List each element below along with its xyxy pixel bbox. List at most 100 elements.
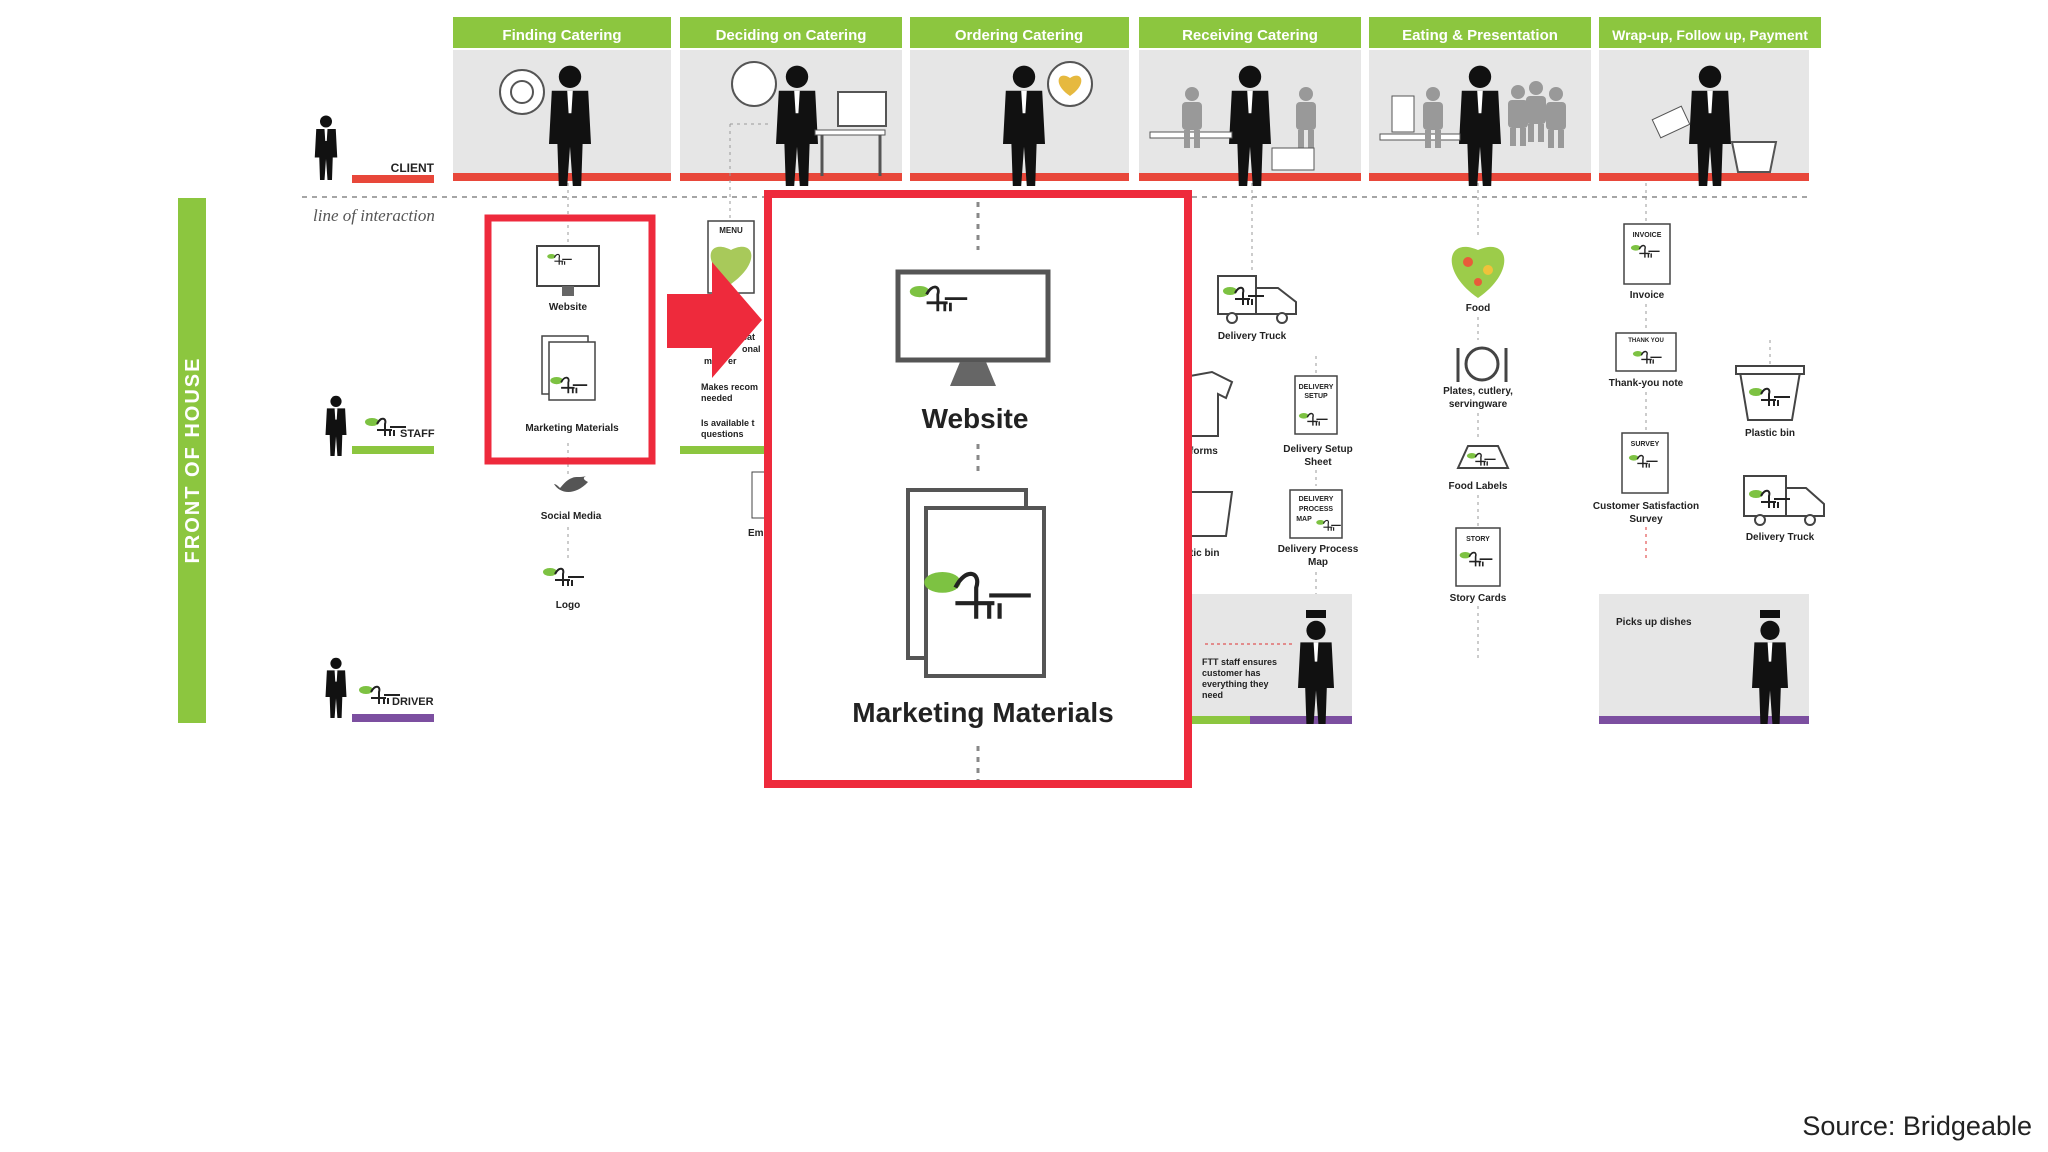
svg-text:Plates, cutlery,: Plates, cutlery, bbox=[1443, 386, 1513, 397]
svg-text:Survey: Survey bbox=[1629, 514, 1663, 525]
receiving-touchpoints: Delivery Truck forms tic bin DELIVERY SE… bbox=[1189, 183, 1359, 724]
svg-text:customer has: customer has bbox=[1202, 668, 1261, 678]
driver-lane-label: DRIVER bbox=[392, 696, 434, 708]
zoom-website-label: Website bbox=[922, 403, 1029, 434]
line-of-interaction-label: line of interaction bbox=[313, 206, 435, 225]
phase-wrapup: Wrap-up, Follow up, Payment bbox=[1599, 17, 1821, 48]
eating-touchpoints: Food Plates, cutlery, servingware Food L… bbox=[1443, 183, 1513, 662]
lane-labels: CLIENT line of interaction FRONT OF HOUS… bbox=[178, 115, 1812, 723]
website-label: Website bbox=[549, 302, 588, 313]
phase-receiving: Receiving Catering bbox=[1139, 17, 1361, 48]
food-label-icon bbox=[1456, 445, 1510, 469]
driver-cap-icon bbox=[1760, 610, 1780, 618]
zoom-arrow bbox=[667, 262, 762, 378]
phase-headers: Finding Catering Deciding on Catering Or… bbox=[453, 17, 1821, 48]
svg-text:Delivery Process: Delivery Process bbox=[1278, 544, 1359, 555]
logo-icon bbox=[542, 567, 585, 587]
svg-text:Is available t: Is available t bbox=[701, 418, 755, 428]
phase-finding: Finding Catering bbox=[453, 17, 671, 48]
twitter-bird-icon bbox=[554, 476, 588, 492]
computer-icon bbox=[837, 91, 887, 127]
svg-text:tic bin: tic bin bbox=[1190, 548, 1219, 559]
phase-deciding: Deciding on Catering bbox=[680, 17, 902, 48]
plate-cutlery-icon bbox=[1464, 346, 1500, 382]
phase-ordering: Ordering Catering bbox=[910, 17, 1129, 48]
delivery-truck-label: Delivery Truck bbox=[1218, 331, 1287, 342]
finding-touchpoints: Website Marketing Materials Social Media… bbox=[525, 183, 619, 611]
website-icon bbox=[536, 245, 600, 287]
svg-text:Story Cards: Story Cards bbox=[1450, 593, 1507, 604]
svg-text:THANK YOU: THANK YOU bbox=[1628, 338, 1664, 344]
client-lane-label: CLIENT bbox=[391, 161, 435, 175]
highlight-box bbox=[484, 214, 656, 465]
wrapup-touchpoints: INVOICE Invoice THANK YOU Thank-you note… bbox=[1593, 183, 1825, 724]
marketing-materials-icon bbox=[548, 341, 596, 401]
svg-text:SETUP: SETUP bbox=[1304, 393, 1328, 400]
svg-text:Food: Food bbox=[1466, 303, 1490, 314]
svg-text:servingware: servingware bbox=[1449, 399, 1508, 410]
heart-icon bbox=[1058, 75, 1082, 96]
svg-text:MAP: MAP bbox=[1296, 516, 1312, 523]
social-media-label: Social Media bbox=[541, 511, 602, 522]
svg-text:DELIVERY: DELIVERY bbox=[1299, 496, 1334, 503]
client-icon bbox=[314, 115, 338, 180]
svg-text:Customer Satisfaction: Customer Satisfaction bbox=[1593, 501, 1699, 512]
phase-label: Ordering Catering bbox=[955, 27, 1083, 44]
logo-label: Logo bbox=[556, 600, 580, 611]
bin-icon bbox=[1271, 147, 1315, 171]
front-of-house-label: FRONT OF HOUSE bbox=[182, 357, 204, 564]
uniform-icon bbox=[1189, 370, 1234, 437]
svg-text:need: need bbox=[1202, 690, 1223, 700]
phase-label: Wrap-up, Follow up, Payment bbox=[1612, 27, 1808, 43]
svg-text:Sheet: Sheet bbox=[1304, 457, 1332, 468]
client-row bbox=[453, 50, 1809, 186]
svg-text:Makes recom: Makes recom bbox=[701, 382, 758, 392]
svg-text:m: m bbox=[704, 356, 712, 366]
plastic-bin-icon bbox=[1730, 141, 1778, 173]
zoom-marketing-materials-label: Marketing Materials bbox=[852, 697, 1113, 728]
svg-text:Em: Em bbox=[748, 528, 764, 539]
food-heart-icon bbox=[1451, 246, 1505, 298]
phase-label: Eating & Presentation bbox=[1402, 27, 1558, 44]
svg-text:Invoice: Invoice bbox=[1630, 290, 1665, 301]
staff-icon bbox=[325, 395, 347, 456]
driver-icon bbox=[325, 657, 347, 718]
svg-text:Picks up dishes: Picks up dishes bbox=[1616, 617, 1692, 628]
phase-label: Receiving Catering bbox=[1182, 27, 1318, 44]
marketing-materials-label: Marketing Materials bbox=[525, 423, 619, 434]
svg-text:Food Labels: Food Labels bbox=[1449, 481, 1508, 492]
svg-text:Delivery Setup: Delivery Setup bbox=[1283, 444, 1352, 455]
svg-text:cat: cat bbox=[742, 332, 755, 342]
svg-text:everything they: everything they bbox=[1202, 679, 1269, 689]
svg-text:Thank-you note: Thank-you note bbox=[1609, 378, 1684, 389]
svg-text:questions: questions bbox=[701, 429, 744, 439]
svg-text:SURVEY: SURVEY bbox=[1631, 441, 1660, 448]
svg-text:Plastic bin: Plastic bin bbox=[1745, 428, 1795, 439]
thought-bubble-icon bbox=[731, 61, 777, 107]
svg-text:Map: Map bbox=[1308, 557, 1328, 568]
zoom-website-icon bbox=[895, 269, 1051, 363]
svg-text:MENU: MENU bbox=[719, 226, 743, 235]
svg-text:PROCESS: PROCESS bbox=[1299, 506, 1334, 513]
staff-lane-label: STAFF bbox=[400, 428, 435, 440]
svg-text:needed: needed bbox=[701, 393, 733, 403]
source-caption: Source: Bridgeable bbox=[1802, 1111, 2032, 1141]
svg-text:STORY: STORY bbox=[1466, 536, 1490, 543]
front-of-house-bar bbox=[178, 198, 206, 723]
svg-text:Delivery Truck: Delivery Truck bbox=[1746, 532, 1815, 543]
phase-label: Deciding on Catering bbox=[716, 27, 867, 44]
zoom-panel: Website Marketing Materials bbox=[764, 190, 1192, 788]
phase-label: Finding Catering bbox=[502, 27, 621, 44]
svg-text:er: er bbox=[728, 356, 737, 366]
driver-cap-icon bbox=[1306, 610, 1326, 618]
invoice-icon bbox=[1651, 105, 1691, 139]
plastic-bin-icon bbox=[1189, 491, 1234, 537]
svg-text:DELIVERY: DELIVERY bbox=[1299, 384, 1334, 391]
plate-thought-icon bbox=[499, 69, 545, 115]
phase-eating: Eating & Presentation bbox=[1369, 17, 1591, 48]
zoom-marketing-materials-icon bbox=[924, 506, 1046, 678]
dispenser-icon bbox=[1391, 95, 1415, 133]
svg-text:forms: forms bbox=[1190, 446, 1218, 457]
svg-text:onal: onal bbox=[742, 344, 761, 354]
